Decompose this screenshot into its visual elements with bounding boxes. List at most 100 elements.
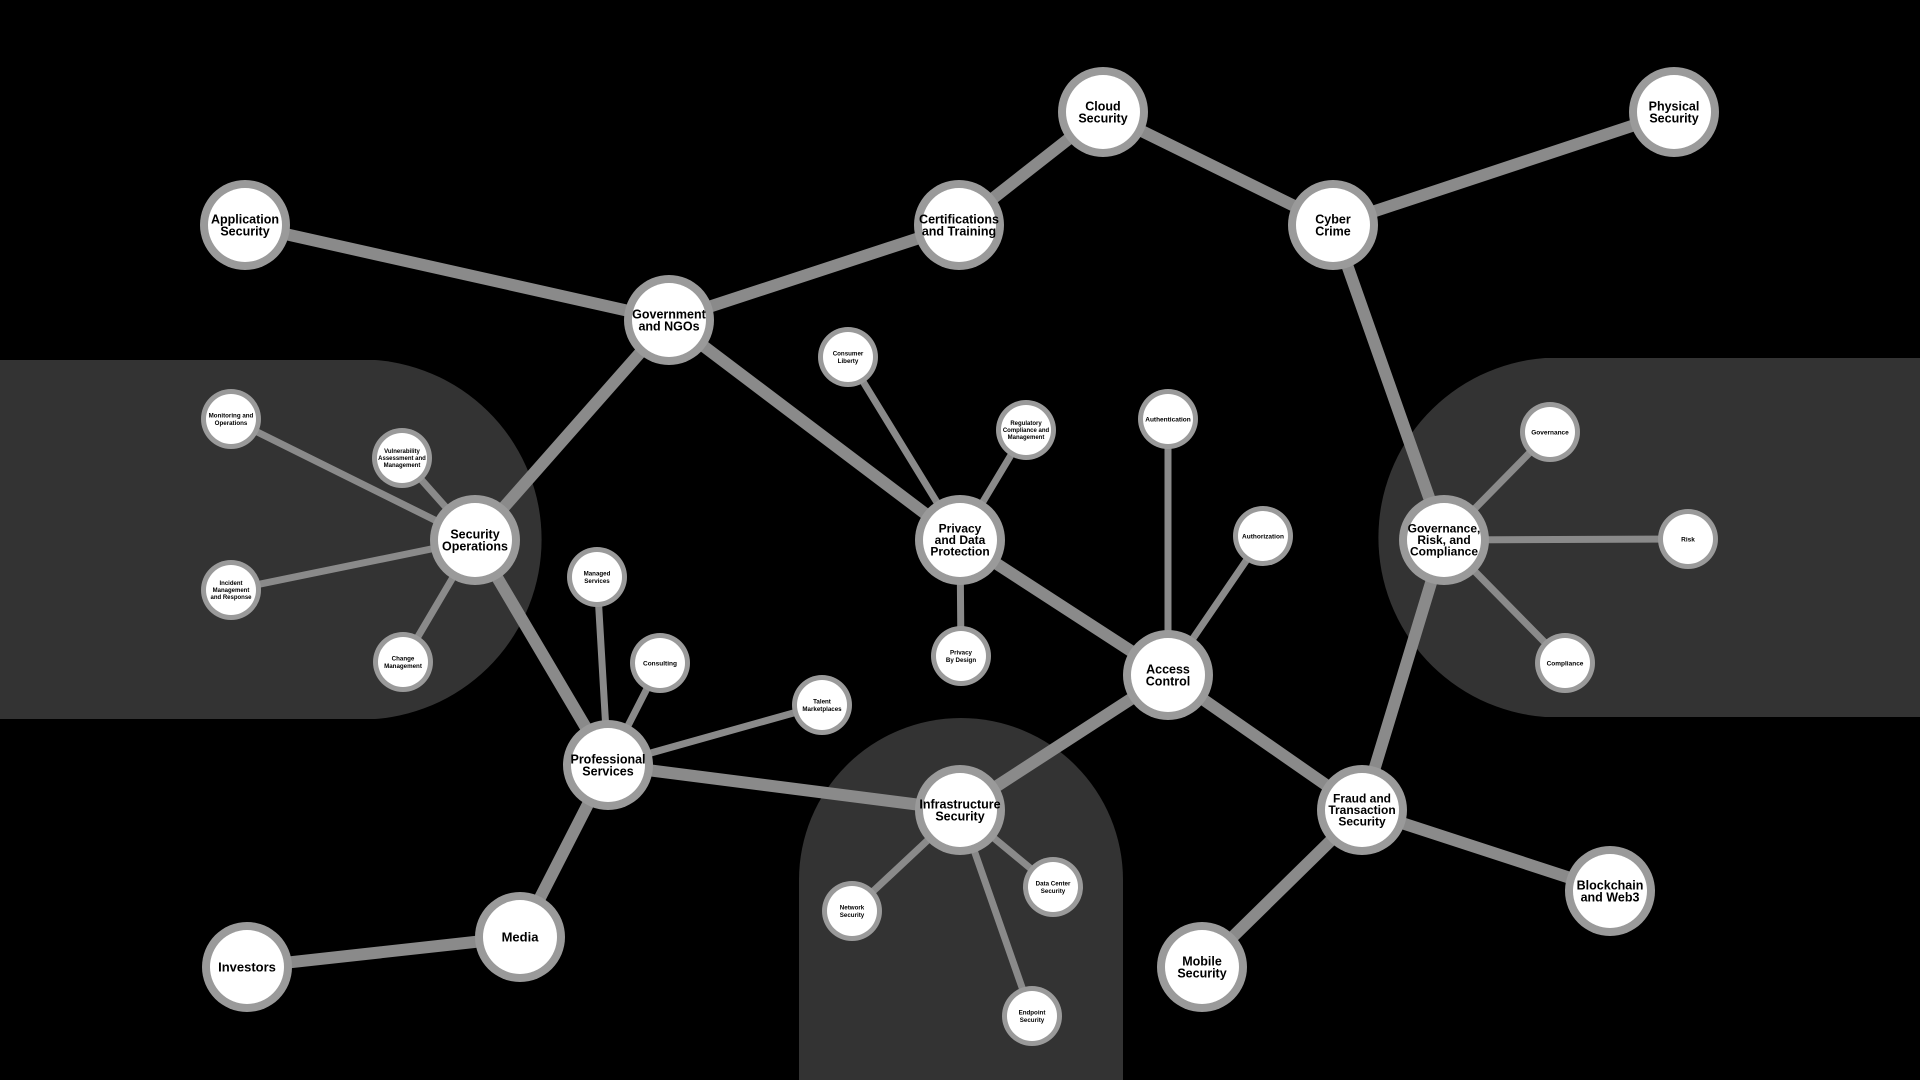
node-authentication[interactable]: Authentication — [1138, 389, 1198, 449]
edge-cyber-crime-to-governance-risk-compliance — [1327, 219, 1450, 546]
node-circle — [206, 394, 256, 444]
node-circle — [1028, 862, 1078, 912]
node-label-line: Regulatory — [1010, 421, 1042, 427]
edge-government-and-ngos-to-privacy-and-data-protection — [663, 314, 966, 546]
node-label-line: Protection — [930, 545, 989, 559]
node-label-line: Management — [384, 663, 422, 670]
edge-government-and-ngos-to-certifications-and-training — [663, 219, 965, 326]
node-label-line: Vulnerability — [384, 449, 420, 455]
node-label-line: By Design — [946, 657, 976, 664]
node-circle — [923, 773, 997, 847]
node-media[interactable]: Media — [475, 892, 565, 982]
node-circle — [632, 283, 706, 357]
node-label-line: Management — [213, 588, 250, 594]
node-governance[interactable]: Governance — [1520, 402, 1580, 462]
node-consulting[interactable]: Consulting — [630, 633, 690, 693]
node-label-line: Cyber — [1315, 212, 1351, 226]
node-label: Risk — [1681, 536, 1695, 543]
node-compliance[interactable]: Compliance — [1535, 633, 1595, 693]
node-label-line: Blockchain — [1577, 878, 1644, 892]
node-label-line: Talent — [813, 699, 831, 706]
node-circle — [635, 638, 685, 688]
edge-media-to-investors — [241, 931, 526, 973]
node-circle — [210, 930, 284, 1004]
node-label-line: Consumer — [833, 351, 864, 358]
node-label-line: Media — [502, 930, 540, 945]
node-circle — [438, 503, 512, 577]
node-circle — [1001, 405, 1051, 455]
node-label-line: Security — [1020, 1017, 1045, 1024]
node-label-line: and Web3 — [1581, 890, 1640, 904]
node-label-line: and Training — [922, 224, 996, 238]
node-label-line: and Data — [935, 533, 986, 547]
node-label-line: Control — [1146, 674, 1190, 688]
edge-security-operations-to-monitoring-and-operations — [227, 415, 479, 544]
node-circle — [1525, 407, 1575, 457]
node-label-line: Data Center — [1036, 881, 1071, 888]
node-label-line: Fraud and — [1333, 792, 1391, 806]
node-label-line: Cloud — [1085, 99, 1120, 113]
node-investors[interactable]: Investors — [202, 922, 292, 1012]
node-circle — [208, 188, 282, 262]
node-label-line: Incident — [219, 581, 242, 587]
node-circle — [922, 188, 996, 262]
node-label-line: Security — [1177, 966, 1226, 980]
node-label: Authentication — [1145, 416, 1191, 423]
node-label-line: Infrastructure — [919, 797, 1000, 811]
node-label-line: Operations — [215, 420, 248, 427]
node-circle — [572, 552, 622, 602]
node-label-line: Certifications — [919, 212, 999, 226]
node-label: Governance — [1531, 429, 1569, 436]
node-label-line: Services — [582, 764, 633, 778]
node-circle — [936, 631, 986, 681]
node-circle — [1637, 75, 1711, 149]
node-label-line: Security — [1041, 888, 1066, 895]
node-risk[interactable]: Risk — [1658, 509, 1718, 569]
node-circle — [1296, 188, 1370, 262]
node-label-line: Investors — [218, 960, 276, 975]
node-label-line: Government — [632, 307, 706, 321]
node-circle — [1540, 638, 1590, 688]
node-authorization[interactable]: Authorization — [1233, 506, 1293, 566]
node-label: Investors — [218, 960, 276, 975]
node-label: Consulting — [643, 660, 677, 667]
node-label-line: Authentication — [1145, 416, 1191, 423]
